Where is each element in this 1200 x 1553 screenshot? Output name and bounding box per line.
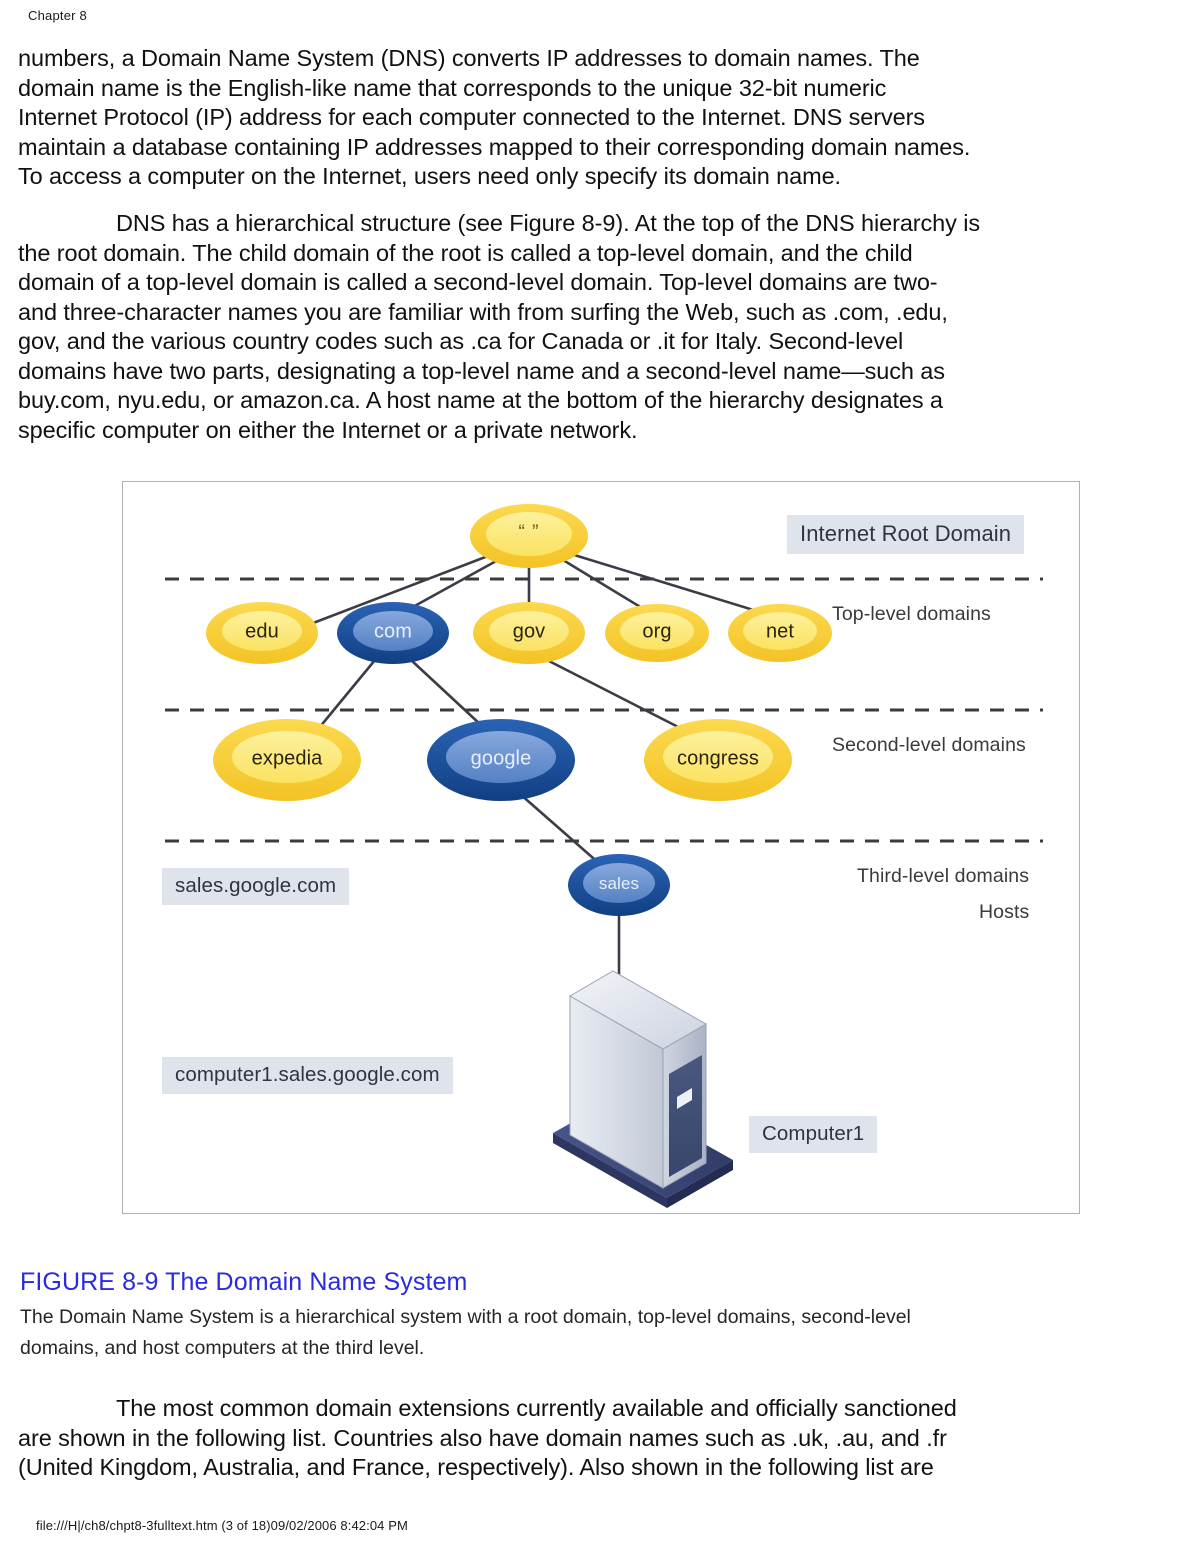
node-edu [206, 602, 318, 664]
text-line: Internet Protocol (IP) address for each … [18, 104, 925, 130]
text-line: domain of a top-level domain is called a… [18, 269, 938, 295]
text-line: numbers, a Domain Name System (DNS) conv… [18, 45, 920, 71]
figure-caption-body: The Domain Name System is a hierarchical… [20, 1302, 1160, 1364]
text-line: To access a computer on the Internet, us… [18, 163, 841, 189]
tier-caption-second-level: Second-level domains [832, 734, 1026, 756]
text-line: domains, and host computers at the third… [20, 1337, 425, 1359]
paragraph-dns-intro: numbers, a Domain Name System (DNS) conv… [18, 44, 1176, 192]
page-footer-path: file:///H|/ch8/chpt8-3fulltext.htm (3 of… [36, 1518, 408, 1533]
node-sales [568, 854, 670, 916]
node-root [470, 504, 588, 568]
figure-caption-title: FIGURE 8-9 The Domain Name System [20, 1268, 468, 1296]
node-net [728, 604, 832, 662]
callout-computer1: Computer1 [749, 1116, 878, 1153]
callout-sales-google-com: sales.google.com [162, 868, 350, 905]
paragraph-domain-extensions: The most common domain extensions curren… [18, 1394, 1176, 1483]
text-line: and three-character names you are famili… [18, 298, 948, 325]
node-google [427, 719, 575, 801]
dns-diagram-canvas: “ ” edu com gov org net expedia google c… [123, 482, 1079, 1213]
text-line: buy.com, nyu.edu, or amazon.ca. A host n… [18, 387, 943, 413]
tier-divider-lines [165, 577, 1043, 843]
node-congress [644, 719, 792, 801]
callout-computer1-sales-google-com: computer1.sales.google.com [162, 1057, 453, 1094]
tree-connectors [306, 552, 775, 980]
chapter-running-head: Chapter 8 [28, 8, 87, 23]
text-line: (United Kingdom, Australia, and France, … [18, 1454, 934, 1480]
callout-internet-root-domain: Internet Root Domain [787, 515, 1025, 554]
dns-tree-svg [165, 504, 1043, 1208]
text-line: The Domain Name System is a hierarchical… [20, 1306, 911, 1328]
tier-caption-third-level: Third-level domains [857, 865, 1030, 887]
text-line: DNS has a hierarchical structure (see Fi… [116, 210, 980, 236]
tier-caption-hosts: Hosts [979, 901, 1030, 923]
text-line: specific computer on either the Internet… [18, 416, 638, 443]
paragraph-dns-hierarchy: DNS has a hierarchical structure (see Fi… [18, 209, 1176, 445]
text-line: the root domain. The child domain of the… [18, 239, 913, 266]
node-gov [473, 602, 585, 664]
tier-caption-top-level: Top-level domains [832, 603, 991, 625]
text-line: gov, and the various country codes such … [18, 328, 904, 354]
node-expedia [213, 719, 361, 801]
text-line: domains have two parts, designating a to… [18, 357, 945, 384]
text-line: The most common domain extensions curren… [116, 1395, 957, 1421]
text-line: domain name is the English-like name tha… [18, 74, 887, 101]
node-com [337, 602, 449, 664]
computer-tower-illustration [553, 970, 733, 1208]
node-org [605, 604, 709, 662]
figure-8-9-frame: “ ” edu com gov org net expedia google c… [122, 481, 1080, 1214]
text-line: maintain a database containing IP addres… [18, 133, 971, 160]
text-line: are shown in the following list. Countri… [18, 1424, 947, 1451]
